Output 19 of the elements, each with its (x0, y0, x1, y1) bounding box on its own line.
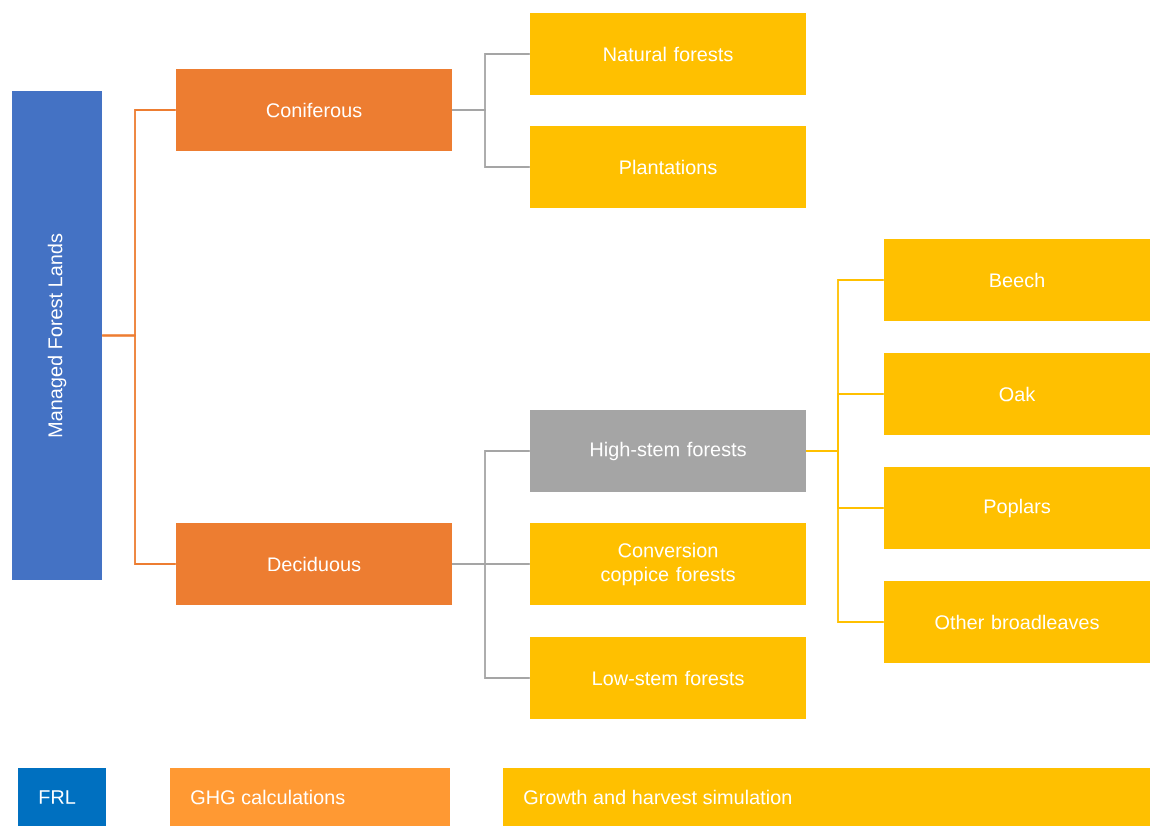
connector-line (101, 334, 177, 565)
legend-label: FRL (39, 790, 76, 804)
item-box: Natural forests (530, 13, 806, 95)
connector-line (451, 563, 531, 679)
item-box: Beech (884, 239, 1150, 321)
item-box: Plantations (530, 126, 806, 208)
category-box: Deciduous (176, 523, 452, 605)
item-box: Conversion coppice forests (530, 523, 806, 605)
root-box: Managed Forest Lands (12, 91, 102, 580)
item-box: Oak (884, 353, 1150, 435)
item-box: Poplars (884, 467, 1150, 549)
connector-line (451, 109, 531, 168)
legend-label: Growth and harvest simulation (524, 789, 791, 805)
group-box: High-stem forests (530, 410, 806, 492)
legend-label: GHG calculations (191, 789, 345, 805)
category-box: Coniferous (176, 69, 452, 151)
connector-line (805, 450, 885, 623)
item-box: Low-stem forests (530, 637, 806, 719)
item-box: Other broadleaves (884, 581, 1150, 663)
